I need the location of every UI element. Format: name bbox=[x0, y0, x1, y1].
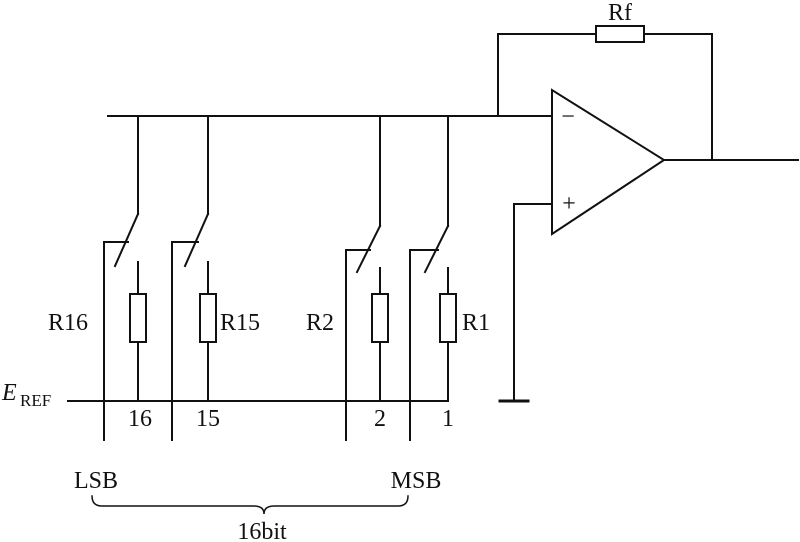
ground-wire bbox=[513, 203, 553, 401]
eref-label: E bbox=[1, 380, 17, 406]
rf-label: Rf bbox=[608, 0, 632, 26]
noninverting-input-label: + bbox=[562, 191, 576, 217]
msb-label: MSB bbox=[391, 468, 442, 494]
branch-r1: R1 1 bbox=[409, 115, 490, 441]
branch-r2: R2 2 bbox=[306, 115, 389, 441]
r2-label: R2 bbox=[306, 310, 334, 336]
bit-16-label: 16 bbox=[128, 406, 152, 432]
switch-r16-common-wire bbox=[103, 241, 129, 441]
feedback-wire-right bbox=[643, 33, 713, 161]
bit-2-label: 2 bbox=[374, 406, 386, 432]
eref-subscript: REF bbox=[20, 391, 51, 410]
branch-r16: R16 16 bbox=[48, 115, 152, 441]
bit-1-label: 1 bbox=[442, 406, 454, 432]
resistor-r1 bbox=[439, 293, 457, 343]
switch-r16 bbox=[113, 212, 140, 268]
switch-r1-common-wire bbox=[409, 249, 439, 441]
inverting-input-label: − bbox=[561, 104, 575, 130]
resistor-r2 bbox=[371, 293, 389, 343]
lsb-label: LSB bbox=[74, 468, 118, 494]
bit-15-label: 15 bbox=[196, 406, 220, 432]
resistor-r15 bbox=[199, 293, 217, 343]
switch-r2-common-wire bbox=[345, 249, 371, 441]
feedback-resistor-rf bbox=[595, 25, 645, 43]
feedback-wire-left bbox=[497, 33, 597, 117]
r1-label: R1 bbox=[462, 310, 490, 336]
bit-range-brace bbox=[91, 495, 409, 515]
bit-width-label: 16bit bbox=[237, 519, 287, 542]
branch-r15: R15 15 bbox=[171, 115, 260, 441]
switch-r15-common-wire bbox=[171, 241, 199, 441]
op-amp-triangle bbox=[551, 88, 666, 236]
resistor-r16 bbox=[129, 293, 147, 343]
r16-label: R16 bbox=[48, 310, 88, 336]
r15-label: R15 bbox=[220, 310, 260, 336]
switch-r15 bbox=[183, 212, 210, 268]
